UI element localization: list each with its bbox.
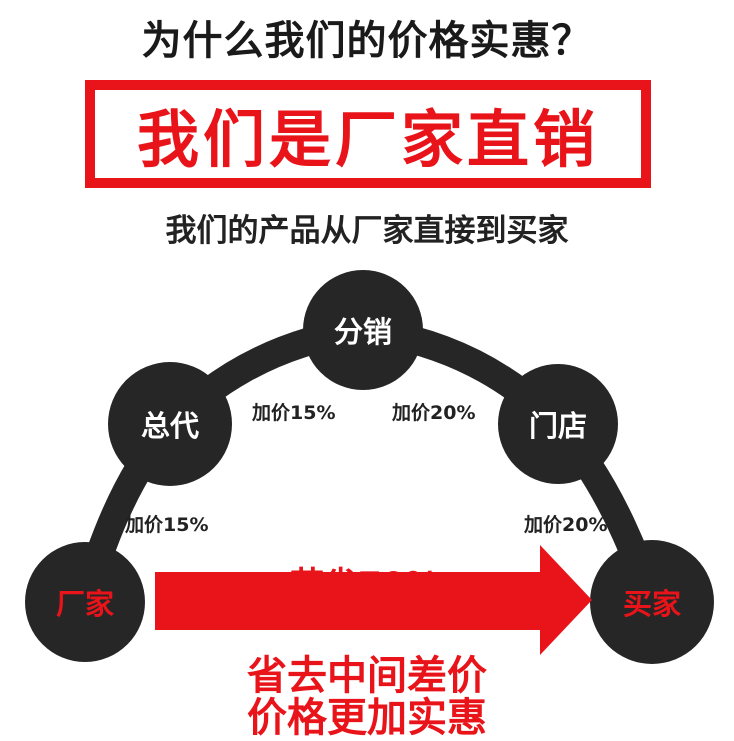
node-circle-factory (25, 542, 145, 662)
banner-box: 我们是厂家直销 (85, 80, 651, 188)
page-title: 为什么我们的价格实惠？ (141, 18, 593, 64)
node-circle-store (498, 364, 618, 484)
savings-label: 节省70% (290, 565, 440, 605)
bottom-line-2: 价格更加实惠 (247, 695, 487, 741)
node-store: 门店 (528, 409, 587, 443)
node-distributor: 分销 (333, 315, 392, 349)
banner-text: 我们是厂家直销 (136, 103, 599, 176)
node-factory: 厂家 (55, 587, 114, 621)
node-general-agent: 总代 (140, 409, 199, 443)
node-circle-agent (108, 362, 232, 486)
savings-arrow (155, 545, 592, 655)
markup-label: 加价15% (125, 514, 209, 536)
bottom-line-1: 省去中间差价 (247, 653, 487, 699)
markup-label: 加价20% (524, 514, 608, 536)
subtitle: 我们的产品从厂家直接到买家 (165, 213, 569, 249)
node-buyer: 买家 (622, 587, 681, 621)
markup-label: 加价15% (252, 402, 336, 424)
markup-label: 加价20% (392, 402, 476, 424)
node-circle-buyer (590, 540, 714, 664)
node-circle-distributor (303, 270, 423, 390)
